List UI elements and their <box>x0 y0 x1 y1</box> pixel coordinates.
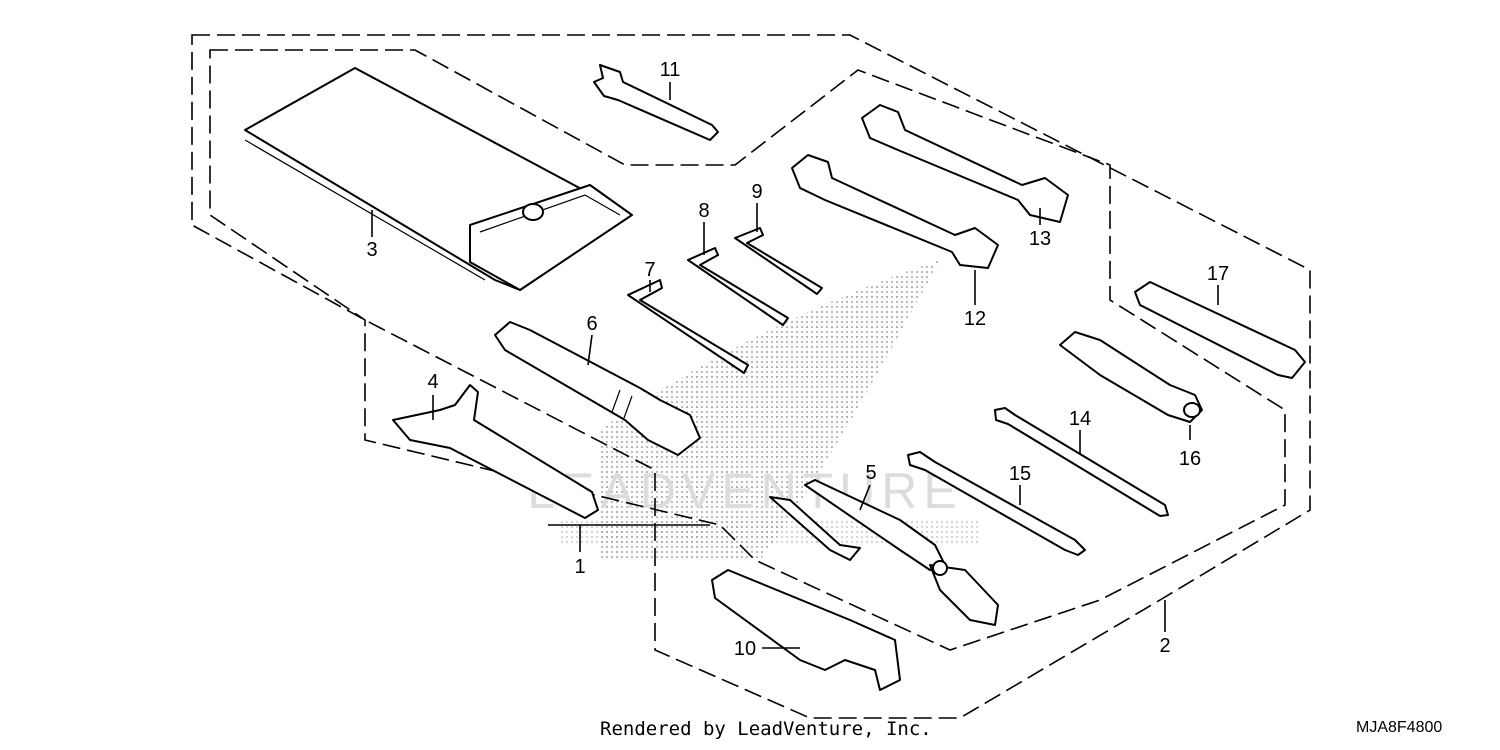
kit-boundary-inner-left <box>209 49 1286 651</box>
screwdriver-flat <box>907 451 1086 556</box>
hex-key-7 <box>627 279 749 374</box>
callout-5: 5 <box>865 462 876 484</box>
callout-1: 1 <box>574 556 585 578</box>
hex-key-9 <box>734 227 823 295</box>
callout-17: 17 <box>1207 263 1229 285</box>
kit-boundary-outer <box>191 34 1311 719</box>
callout-12: 12 <box>964 308 986 330</box>
callout-16: 16 <box>1179 448 1201 470</box>
callout-15: 15 <box>1009 463 1031 485</box>
callout-8: 8 <box>698 200 709 222</box>
tool-bag <box>244 67 633 291</box>
callout-6: 6 <box>586 313 597 335</box>
callout-11: 11 <box>660 59 681 81</box>
pin-spanner <box>392 384 599 519</box>
screwdriver-handle <box>1059 331 1203 423</box>
callout-7: 7 <box>644 259 655 281</box>
hex-key-8 <box>687 247 789 326</box>
callout-9: 9 <box>751 181 762 203</box>
pliers <box>769 479 999 626</box>
callout-2: 2 <box>1159 635 1170 657</box>
box-wrench <box>494 321 701 456</box>
grip-sleeve <box>1134 281 1306 379</box>
callout-4: 4 <box>427 371 438 393</box>
leader-lines <box>371 82 1219 649</box>
callout-14: 14 <box>1069 408 1091 430</box>
diagram-code: MJA8F4800 <box>1356 719 1443 736</box>
double-wrench-small <box>791 154 999 269</box>
screwdriver-phillips <box>994 407 1169 517</box>
callout-3: 3 <box>366 239 377 261</box>
footer-credit: Rendered by LeadVenture, Inc. <box>600 718 932 740</box>
callout-10: 10 <box>734 638 756 660</box>
callout-13: 13 <box>1029 228 1051 250</box>
double-wrench-large <box>861 104 1069 223</box>
hook-spanner <box>711 569 901 691</box>
small-wrench <box>593 64 719 141</box>
